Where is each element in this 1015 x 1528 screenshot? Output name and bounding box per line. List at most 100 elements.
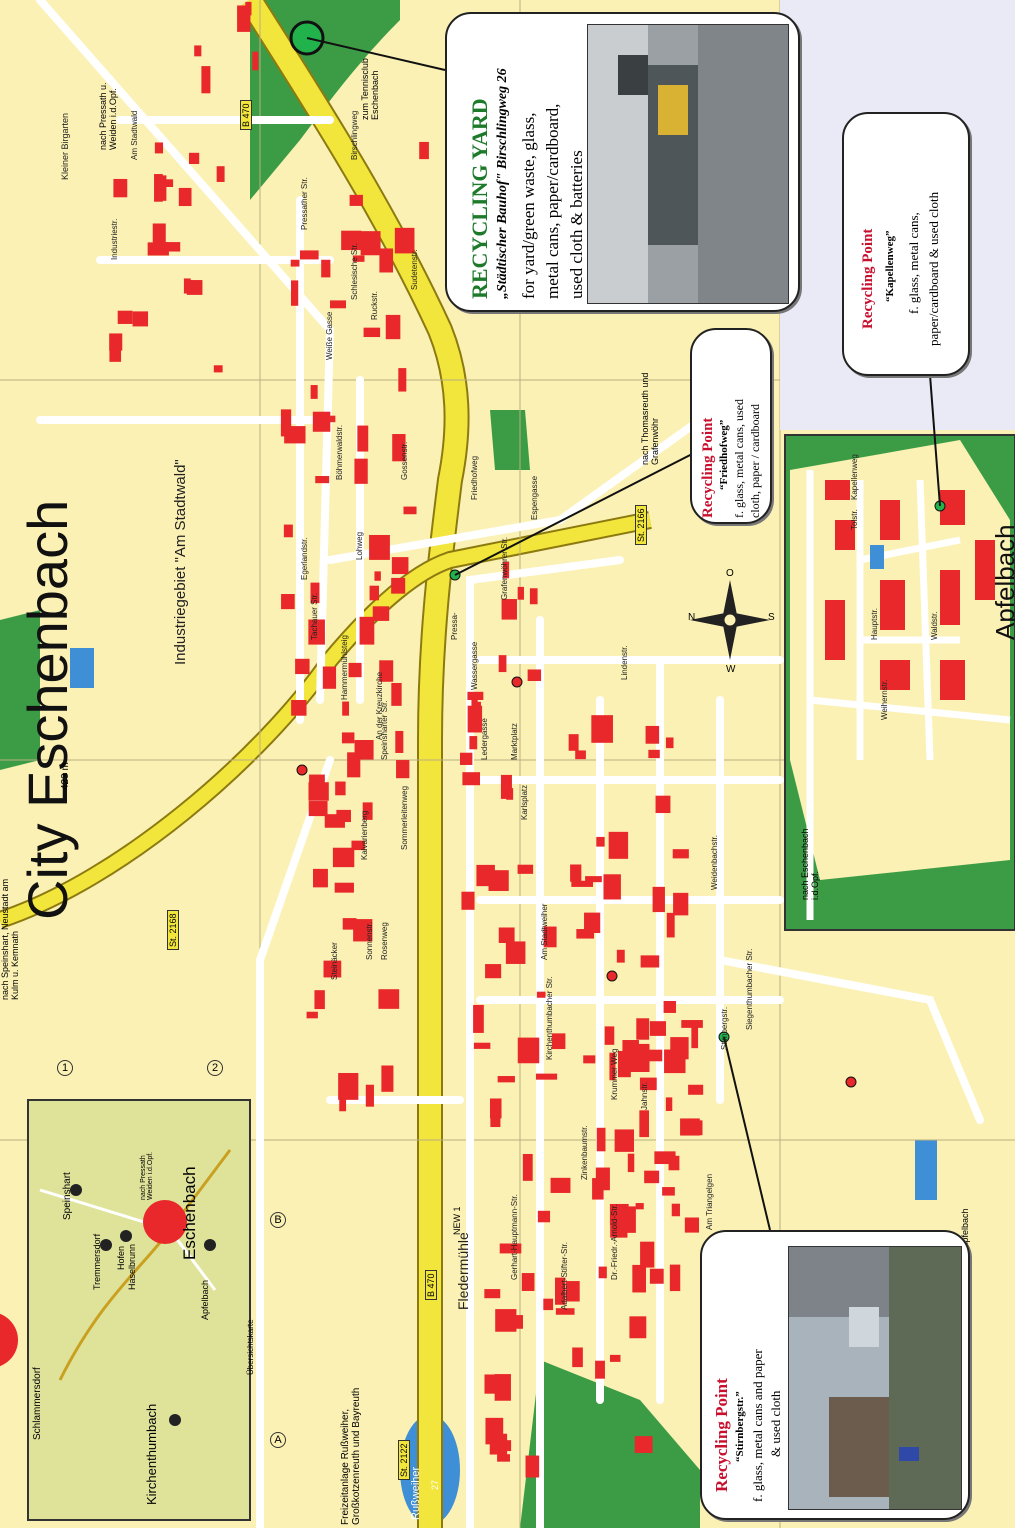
building (500, 774, 512, 799)
road-label-b470-south: B 470 (425, 1270, 437, 1300)
building (363, 327, 381, 338)
building (117, 310, 133, 324)
secondary-roads (36, 0, 984, 1528)
street-label: Rosenweg (380, 922, 389, 960)
callout-kapellenweg: Recycling Point “Kapellenweg” f. glass, … (842, 112, 970, 376)
stirnbergstr-line-2: & used cloth (768, 1390, 783, 1457)
street-label: Grafenwöhrer Str. (500, 536, 509, 600)
street-label: Birschlingweg (350, 110, 359, 160)
building (681, 1020, 703, 1028)
building (652, 886, 665, 913)
street-label: Waldstr. (930, 611, 939, 640)
building (154, 142, 164, 154)
apfelbach-label: Apfelbach (990, 524, 1015, 640)
building (644, 1170, 660, 1184)
street-label: Krummer Weg (610, 1048, 619, 1100)
inset-place-hofen: Hofen (116, 1245, 126, 1270)
building (109, 333, 123, 351)
street-label: Am Triangelgen (705, 1173, 714, 1230)
street-label: Hammermühlsteig (340, 635, 349, 700)
building (629, 1043, 650, 1063)
street-label: Böhmerwaldstr. (335, 424, 344, 480)
building (323, 960, 342, 978)
building (403, 506, 417, 515)
building (460, 752, 473, 765)
building (503, 561, 510, 579)
building (359, 616, 375, 645)
street-label: Zinkenbaumstr. (580, 1125, 589, 1180)
building (391, 557, 409, 575)
building (591, 715, 613, 743)
building (555, 1308, 575, 1315)
street-label: Pressa- (450, 612, 459, 640)
building (521, 1273, 535, 1291)
building (576, 929, 595, 939)
building (354, 458, 368, 484)
compass-s: S (768, 612, 775, 623)
building (341, 732, 355, 744)
building (354, 740, 374, 760)
building (616, 949, 625, 963)
forest-south (520, 1360, 700, 1528)
compass-n: N (688, 612, 696, 623)
street-label: Am Stadtwald (130, 110, 139, 160)
building (517, 864, 534, 874)
building (309, 774, 325, 790)
building (310, 385, 318, 399)
building (665, 1097, 673, 1111)
stirnbergstr-photo (788, 1246, 962, 1510)
building (321, 259, 331, 278)
building (290, 259, 300, 267)
inset-place-speinshart: Speinshart (62, 1172, 73, 1220)
street-label: Adalbert-Stifter-Str. (560, 1241, 569, 1310)
building (394, 227, 415, 254)
building (665, 737, 674, 749)
building (398, 368, 407, 392)
building (306, 1011, 318, 1019)
inset-place-eschenbach: Eschenbach (180, 1166, 199, 1260)
building (604, 1026, 615, 1045)
building (595, 1360, 605, 1379)
street-label: Kirchenthumbacher Str. (545, 976, 554, 1060)
building (324, 814, 345, 828)
street-label: Kalvarienberg (360, 810, 369, 860)
callout-recycling-yard: RECYCLING YARD „Städtischer Bauhof" Birs… (445, 12, 800, 312)
street-label: Egerlandstr. (300, 537, 309, 580)
forest-west (0, 610, 40, 770)
street-label: Dr.-Friedr.-Arnold-Str. (610, 1203, 619, 1280)
building (529, 588, 538, 605)
kapellenweg-line-1: f. glass, metal cans, (906, 212, 921, 314)
building (467, 705, 483, 733)
stirnbergstr-line-1: f. glass, metal cans and paper (750, 1349, 765, 1502)
building-blocks (109, 1, 704, 1478)
building (313, 868, 328, 888)
street-label: Am Stadtweiher (540, 903, 549, 960)
street-label: Sudetenstr. (410, 249, 419, 290)
street-label: Pressather Str. (300, 177, 309, 230)
building (535, 1073, 558, 1080)
building (688, 1084, 704, 1095)
building (332, 847, 355, 868)
building (669, 1264, 681, 1292)
building (489, 1098, 502, 1119)
street-label: Sonnenstr. (365, 921, 374, 960)
road-label-st2122: St. 2122 (398, 1440, 410, 1480)
building (245, 1, 252, 16)
direction-tennis: zum Tennisclub Eschenbach (360, 58, 380, 120)
building (684, 1217, 699, 1233)
callout-friedhofweg: Recycling Point “Friedhofweg” f. glass, … (690, 328, 772, 524)
street-label: Espengasse (530, 475, 539, 520)
building (348, 662, 362, 678)
building (291, 280, 299, 306)
building (598, 1266, 607, 1279)
street-label: Lohweg (355, 531, 364, 560)
building (485, 964, 502, 979)
building (592, 1178, 604, 1200)
grid-ref-col-a: A (270, 1432, 286, 1448)
building (583, 1055, 596, 1064)
building (484, 1289, 501, 1299)
building (322, 666, 337, 689)
building (673, 892, 689, 916)
building (132, 311, 149, 327)
building (385, 314, 401, 340)
